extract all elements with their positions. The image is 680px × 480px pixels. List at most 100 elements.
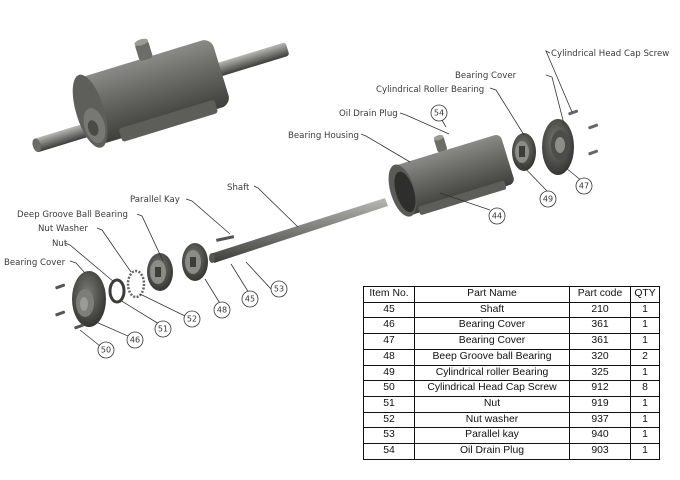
cap-screws-right-image <box>568 109 599 156</box>
cell-part-code: 361 <box>569 333 631 350</box>
cap-screws-left-image <box>55 283 85 330</box>
cell-qty: 8 <box>630 380 660 397</box>
shaft-image <box>209 198 388 263</box>
svg-text:49: 49 <box>543 195 553 204</box>
cell-part-name: Bearing Cover <box>414 333 570 350</box>
cell-part-code: 912 <box>569 380 631 397</box>
label-cylindrical-roller-bearing: Cylindrical Roller Bearing <box>376 85 484 95</box>
bearing-housing-image <box>388 134 514 217</box>
bearing-cover-right-image <box>542 119 574 175</box>
svg-text:50: 50 <box>101 346 111 355</box>
cell-qty: 1 <box>630 443 660 460</box>
label-shaft: Shaft <box>227 183 250 193</box>
cell-qty: 1 <box>630 333 660 350</box>
cell-part-code: 320 <box>569 348 631 366</box>
cell-part-name: Nut washer <box>414 411 570 429</box>
balloon-47: 47 <box>575 177 593 195</box>
svg-text:53: 53 <box>274 285 284 294</box>
cell-qty: 1 <box>630 364 660 382</box>
cell-part-code: 361 <box>569 317 631 335</box>
balloon-49: 49 <box>539 190 557 208</box>
cell-part-code: 919 <box>569 395 631 413</box>
nut-image <box>108 278 126 304</box>
svg-text:48: 48 <box>217 306 227 315</box>
cell-part-name: Parallel kay <box>414 427 570 445</box>
cell-item-no: 45 <box>363 301 415 319</box>
cell-item-no: 51 <box>363 395 415 413</box>
cell-part-name: Bearing Cover <box>414 317 570 335</box>
label-cylindrical-head-cap-screw: Cylindrical Head Cap Screw <box>551 49 669 59</box>
label-nut-washer: Nut Washer <box>38 224 88 234</box>
cell-part-code: 903 <box>569 443 631 460</box>
label-bearing-housing: Bearing Housing <box>288 131 359 141</box>
svg-text:51: 51 <box>158 325 168 334</box>
cell-part-name: Cylindrical roller Bearing <box>414 364 570 382</box>
cell-item-no: 54 <box>363 443 415 460</box>
svg-text:44: 44 <box>492 212 502 221</box>
header-part-code: Part code <box>569 286 631 303</box>
cell-part-code: 937 <box>569 411 631 429</box>
label-bearing-cover-left: Bearing Cover <box>4 258 66 268</box>
header-part-name: Part Name <box>414 286 570 303</box>
cell-qty: 1 <box>630 301 660 319</box>
label-deep-groove-ball-bearing: Deep Groove Ball Bearing <box>17 210 128 220</box>
cell-qty: 2 <box>630 348 660 366</box>
balloon-51: 51 <box>154 320 172 338</box>
balloon-52: 52 <box>183 310 201 328</box>
label-bearing-cover-right: Bearing Cover <box>455 71 517 81</box>
label-oil-drain-plug: Oil Drain Plug <box>339 109 398 119</box>
balloon-53: 53 <box>270 280 288 298</box>
cell-part-name: Oil Drain Plug <box>414 443 570 460</box>
balloon-45: 45 <box>241 290 259 308</box>
label-nut: Nut <box>52 239 68 249</box>
balloon-50: 50 <box>97 341 115 359</box>
cell-part-code: 940 <box>569 427 631 445</box>
svg-text:54: 54 <box>434 109 444 118</box>
cell-qty: 1 <box>630 427 660 445</box>
cylindrical-roller-bearing-image <box>512 133 536 171</box>
balloon-48: 48 <box>213 301 231 319</box>
cell-part-code: 325 <box>569 364 631 382</box>
table-header-row: Item No. Part Name Part code QTY <box>363 286 660 303</box>
svg-text:45: 45 <box>245 295 255 304</box>
assembled-unit-image <box>32 38 289 153</box>
cell-part-code: 210 <box>569 301 631 319</box>
cell-item-no: 47 <box>363 333 415 350</box>
header-item-no: Item No. <box>363 286 415 303</box>
cell-part-name: Shaft <box>414 301 570 319</box>
cell-item-no: 46 <box>363 317 415 335</box>
balloon-54: 54 <box>430 104 448 122</box>
balloon-44: 44 <box>488 207 506 225</box>
cell-qty: 1 <box>630 317 660 335</box>
cell-item-no: 50 <box>363 380 415 397</box>
cell-qty: 1 <box>630 395 660 413</box>
cell-item-no: 49 <box>363 364 415 382</box>
svg-text:47: 47 <box>579 182 589 191</box>
header-qty: QTY <box>630 286 660 303</box>
label-parallel-kay: Parallel Kay <box>130 195 180 205</box>
deep-groove-ball-bearings-image <box>147 243 208 291</box>
cell-item-no: 53 <box>363 427 415 445</box>
cell-part-name: Beep Groove ball Bearing <box>414 348 570 366</box>
leader-lines <box>64 50 583 347</box>
cell-part-name: Cylindrical Head Cap Screw <box>414 380 570 397</box>
bearing-cover-left-image <box>72 271 106 327</box>
svg-text:46: 46 <box>130 336 140 345</box>
cell-qty: 1 <box>630 411 660 429</box>
parallel-key-image <box>215 235 235 242</box>
cell-item-no: 48 <box>363 348 415 366</box>
balloon-46: 46 <box>126 331 144 349</box>
cell-part-name: Nut <box>414 395 570 413</box>
